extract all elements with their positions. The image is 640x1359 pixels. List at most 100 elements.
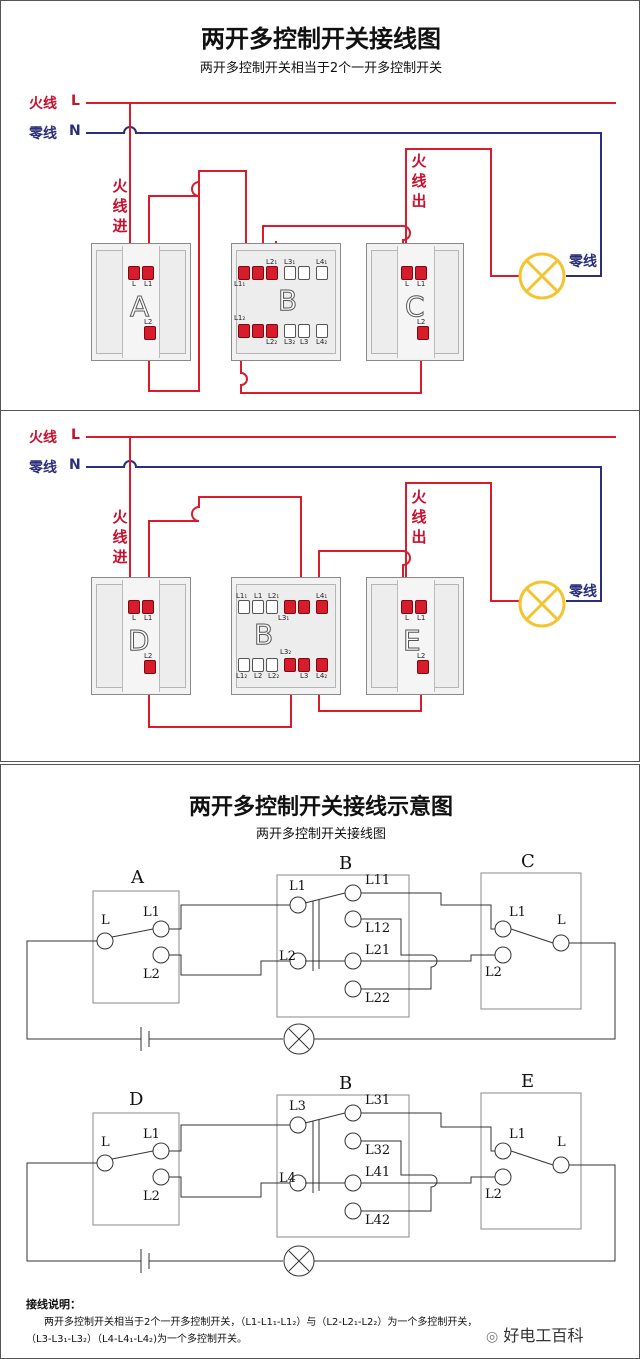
- switch-c: C L L1 L2: [366, 243, 464, 361]
- switch-letter: E: [403, 624, 422, 658]
- terminal-label: L1: [144, 614, 153, 622]
- note-line-1: 两开多控制开关相当于2个一开多控制开关，（L1-L1₁-L1₂）与（L2-L2₁…: [44, 1317, 478, 1328]
- note-line-2: （L3-L3₁-L3₂）（L4-L4₁-L4₂)为一个多控制开关。: [26, 1334, 247, 1345]
- terminal-label: L4₁: [316, 592, 328, 600]
- terminal-label: L4₁: [316, 258, 328, 266]
- terminal-label: L2: [254, 672, 263, 680]
- terminal-label: L: [132, 614, 136, 622]
- switch-d: D L L1 L2: [91, 577, 191, 695]
- terminal-label: L1₂: [236, 672, 248, 680]
- live-letter: L: [71, 427, 80, 443]
- terminal-label: L1: [144, 280, 153, 288]
- terminal-label: L3₁: [278, 614, 290, 622]
- terminal-label: L1₁: [234, 280, 246, 288]
- term-label: L2: [143, 1189, 160, 1204]
- main-title: 两开多控制开关接线图: [201, 25, 441, 53]
- live-out-label: 火线出: [411, 488, 427, 546]
- live-out-label: 火线出: [411, 152, 427, 210]
- term-label: L2: [485, 1187, 502, 1202]
- term-label: L32: [365, 1143, 391, 1158]
- term-label: L1: [143, 1127, 160, 1142]
- box-label-b: B: [339, 853, 353, 874]
- switch-letter: B: [277, 284, 298, 318]
- term-label: L: [101, 913, 110, 928]
- neutral-label: 零线: [29, 126, 57, 142]
- term-label: L22: [365, 991, 391, 1006]
- terminal-label: L1: [254, 592, 263, 600]
- box-label-a: A: [131, 867, 144, 888]
- live-letter: L: [71, 93, 80, 109]
- term-label: L: [557, 1135, 566, 1150]
- terminal-label: L1₁: [236, 592, 248, 600]
- term-label: L1: [509, 905, 526, 920]
- terminal-label: L: [132, 280, 136, 288]
- terminal-label: L3₂: [284, 338, 296, 346]
- terminal-label: L4₂: [316, 672, 328, 680]
- lamp-neutral-label: 零线: [569, 584, 597, 600]
- live-label: 火线: [29, 430, 57, 446]
- term-label: L2: [485, 965, 502, 980]
- box-label-b2: B: [339, 1073, 353, 1094]
- section-wiring-2: 火线 L 零线 N 火线进 火线出 零线 D L L1 L2 B L1₁ L1 …: [0, 410, 640, 762]
- terminal-label: L2: [417, 318, 426, 326]
- main-subtitle: 两开多控制开关相当于2个一开多控制开关: [199, 61, 443, 76]
- terminal-label: L3: [300, 338, 309, 346]
- terminal-label: L3: [300, 672, 309, 680]
- switch-a: A L L1 L2: [91, 243, 191, 361]
- term-label: L2: [279, 949, 296, 964]
- switch-e: E L L1 L2: [366, 577, 464, 695]
- terminal-label: L2: [144, 652, 153, 660]
- section-schematic: 两开多控制开关接线示意图 两开多控制开关接线图: [0, 764, 640, 1359]
- switch-letter: A: [129, 290, 150, 324]
- neutral-letter: N: [69, 457, 81, 473]
- terminal-label: L: [405, 614, 409, 622]
- terminal-label: L1: [417, 614, 426, 622]
- term-label: L41: [365, 1165, 391, 1180]
- terminal-label: L1: [417, 280, 426, 288]
- term-label: L3: [289, 1099, 306, 1114]
- section-wiring-1: 两开多控制开关接线图 两开多控制开关相当于2个一开多控制开关 火线 L 零线 N…: [0, 0, 640, 412]
- schematic-diagram: [26, 872, 616, 1277]
- term-label: L12: [365, 921, 391, 936]
- live-label: 火线: [29, 96, 57, 112]
- note-title: 接线说明：: [26, 1298, 81, 1311]
- terminal-label: L2: [417, 652, 426, 660]
- term-label: L: [557, 913, 566, 928]
- term-label: L2: [143, 967, 160, 982]
- lamp-neutral-label: 零线: [569, 254, 597, 270]
- terminal-label: L4₂: [316, 338, 328, 346]
- watermark: ◎ 好电工百科: [486, 1322, 583, 1346]
- term-label: L42: [365, 1213, 391, 1228]
- term-label: L21: [365, 943, 391, 958]
- terminal-label: L2₂: [266, 338, 278, 346]
- box-label-e: E: [521, 1071, 535, 1092]
- term-label: L1: [143, 905, 160, 920]
- neutral-label: 零线: [29, 460, 57, 476]
- terminal-label: L2₁: [268, 592, 280, 600]
- terminal-label: L2₂: [268, 672, 280, 680]
- switch-letter: D: [128, 624, 151, 658]
- switch-letter: B: [253, 618, 274, 652]
- box-label-d: D: [129, 1089, 144, 1110]
- switch-b-2: B L1₁ L1 L2₁ L3₁ L4₁ L1₂ L2 L2₂ L3₂ L3 L…: [231, 577, 341, 695]
- term-label: L4: [279, 1171, 296, 1186]
- terminal-label: L3₁: [284, 258, 296, 266]
- term-label: L: [101, 1135, 110, 1150]
- terminal-label: L3₂: [280, 648, 292, 656]
- schematic-subtitle: 两开多控制开关接线图: [255, 827, 386, 842]
- wechat-icon: ◎: [486, 1329, 499, 1345]
- switch-b: B L1₁ L2₁ L3₁ L4₁ L1₂ L2₂ L3₂ L3 L4₂: [231, 243, 341, 361]
- watermark-text: 好电工百科: [503, 1326, 584, 1345]
- term-label: L1: [509, 1127, 526, 1142]
- terminal-label: L1₂: [234, 314, 246, 322]
- terminal-label: L2: [144, 318, 153, 326]
- terminal-label: L: [405, 280, 409, 288]
- term-label: L11: [365, 873, 391, 888]
- term-label: L1: [289, 879, 306, 894]
- term-label: L31: [365, 1093, 391, 1108]
- schematic-title: 两开多控制开关接线示意图: [188, 795, 453, 820]
- switch-letter: C: [405, 290, 426, 324]
- terminal-label: L2₁: [266, 258, 278, 266]
- live-in-label: 火线进: [112, 177, 128, 235]
- box-label-c: C: [521, 851, 535, 872]
